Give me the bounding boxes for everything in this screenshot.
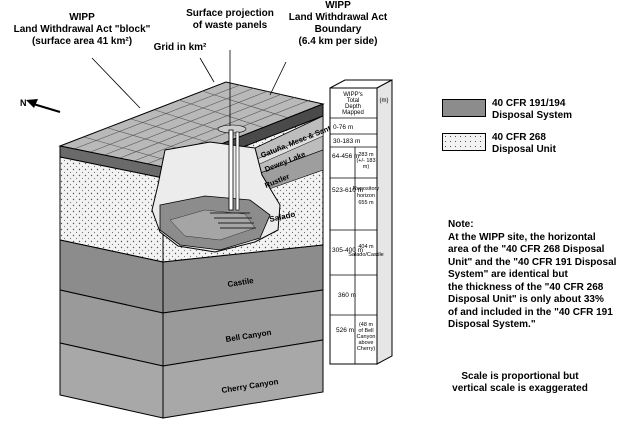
column-note-salado-3: 655 m	[358, 200, 374, 206]
svg-text:N: N	[20, 98, 27, 108]
legend-swatch-disposal-system	[442, 99, 486, 117]
column-header-line-1: WIPP's	[343, 92, 362, 98]
column-header-line-4: Mapped	[342, 110, 364, 116]
layer-label-castile: Castile	[227, 276, 255, 289]
column-note-deep-4: above	[359, 340, 374, 346]
cutaway	[151, 129, 281, 253]
legend-swatch-disposal-unit	[442, 133, 486, 151]
column-note-castile-2: Salado/Castile	[348, 252, 383, 258]
surface-grid	[58, 81, 325, 168]
note-block: Note: At the WIPP site, the horizontal a…	[448, 219, 630, 332]
grid-label: Grid in km²	[153, 42, 207, 53]
depth-label-1: 0-76 m	[333, 124, 353, 131]
boundary-label: WIPP Land Withdrawal Act Boundary (6.4 k…	[288, 0, 388, 47]
waste-panels-label: Surface projection of waste panels	[186, 8, 274, 31]
legend-label-disposal-unit: 40 CFR 268 Disposal Unit	[492, 132, 556, 155]
upper-strata	[254, 115, 324, 195]
depth-label-2: 30-183 m	[333, 138, 360, 145]
leader-lines	[91, 50, 287, 126]
wipp-block-label: WIPP Land Withdrawal Act "block" (surfac…	[13, 12, 151, 47]
depth-label-6: 360 m	[338, 292, 356, 299]
column-note-salado-1: Repository	[353, 186, 380, 192]
depth-label-7: 526 m	[336, 327, 354, 334]
depth-label-3: 64-456 m	[332, 153, 359, 160]
column-note-deep-5: Cherry)	[357, 346, 376, 352]
column-note-salado-2: horizon	[357, 193, 375, 199]
column-note-deep-2: of Bell	[358, 328, 373, 334]
column-header-line-3: Depth	[345, 104, 361, 110]
note-title: Note:	[448, 219, 474, 230]
column-header-line-5: (m)	[380, 98, 389, 104]
depth-label-4: 523-610 m	[332, 187, 363, 194]
column-note-rustler-3: m)	[363, 164, 370, 170]
column-note-deep-3: Canyon	[357, 334, 376, 340]
north-arrow-icon: N	[20, 98, 61, 113]
column-note-castile-1: 404 m	[358, 244, 374, 250]
column-header-line-2: Total	[347, 98, 360, 104]
depth-label-5: 305-400 m	[332, 247, 363, 254]
left-face	[59, 145, 164, 419]
stratigraphic-column	[329, 79, 393, 365]
legend-label-disposal-system: 40 CFR 191/194 Disposal System	[492, 98, 573, 121]
column-note-rustler-2: (+/- 183	[356, 158, 375, 164]
scale-note: Scale is proportional but vertical scale…	[452, 371, 588, 394]
column-note-deep-1: (48 m	[359, 322, 373, 328]
column-note-rustler-1: 283 m	[358, 152, 374, 158]
